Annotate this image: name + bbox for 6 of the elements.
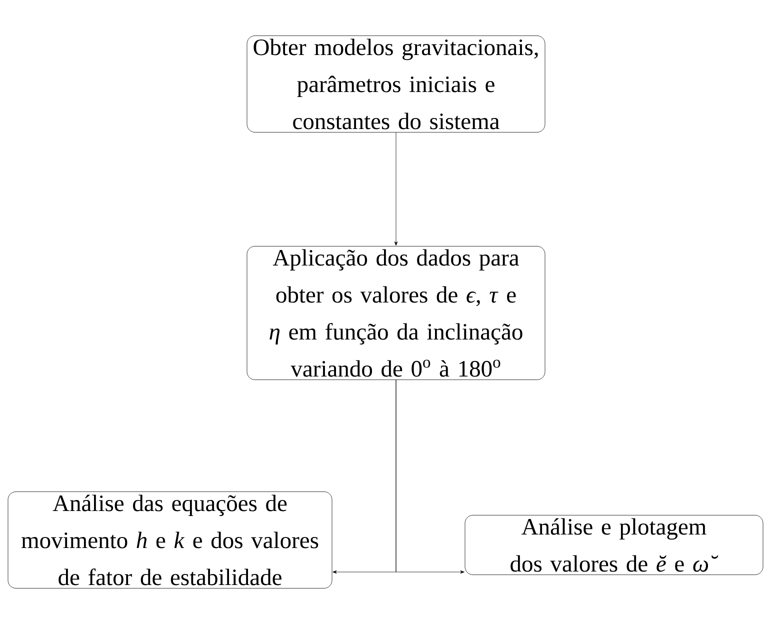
process-box: Análise das equações de movimento h e k e dos valores de fator de estabilidade bbox=[8, 492, 332, 588]
process-box: Aplicação dos dados para obter os valores de ϵ, τ e η em função da inclinação variando de 0$^{o}$ à 180$^{o}$ bbox=[246, 246, 546, 380]
process-box: Análise e plotagem dos valores de ĕ e ω̆ bbox=[464, 515, 764, 575]
arrow bbox=[394, 132, 398, 246]
arrow bbox=[396, 380, 464, 574]
process-box: Obter modelos gravitacionais, parâmetros iniciais e constantes do sistema bbox=[246, 36, 546, 132]
